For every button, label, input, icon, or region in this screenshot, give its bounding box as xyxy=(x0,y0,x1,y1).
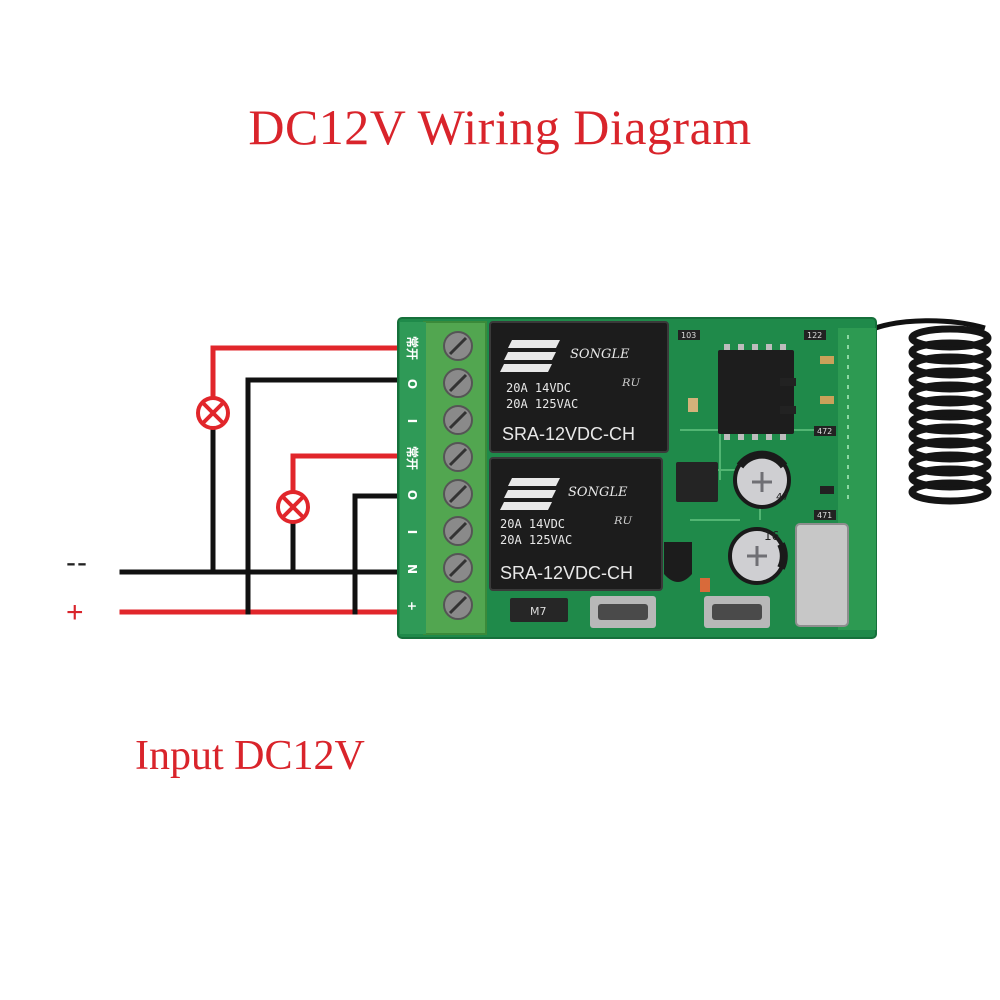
transistor xyxy=(664,542,692,582)
positive-rail-label: + xyxy=(66,596,84,629)
relay-brand: SONGLE xyxy=(568,485,628,500)
resistor-label: 103 xyxy=(681,331,696,340)
capacitor-label: 16 xyxy=(764,529,779,543)
relay-brand: SONGLE xyxy=(570,347,630,362)
terminal-label: O xyxy=(405,490,419,500)
input-voltage-caption: Input DC12V xyxy=(135,733,365,779)
wires xyxy=(119,345,415,615)
terminal-label: + xyxy=(405,601,419,611)
relay-rating-dc: 20A 14VDC xyxy=(500,517,565,531)
relay-module-board: 常开 O I 常开 O I N + SONGLE 20A 14VDC 20A 1… xyxy=(397,317,877,639)
relay-1: SONGLE 20A 14VDC 20A 125VAC SRA-12VDC-CH… xyxy=(489,321,669,453)
capacitor-label: 47 xyxy=(776,492,789,503)
push-button-2 xyxy=(704,596,770,628)
lamp-icon xyxy=(276,490,310,524)
crystal xyxy=(795,523,849,627)
resistor-label: 122 xyxy=(807,331,822,340)
ul-mark-icon: ᴿᵁ xyxy=(613,514,633,535)
relay-rating-ac: 20A 125VAC xyxy=(500,533,572,547)
capacitor-1: 47 xyxy=(733,450,791,509)
relay-2: SONGLE 20A 14VDC 20A 125VAC SRA-12VDC-CH… xyxy=(489,457,663,591)
relay-model: SRA-12VDC-CH xyxy=(502,424,635,444)
ic-chip xyxy=(718,344,794,440)
terminal-screws xyxy=(443,331,473,620)
resistor-label: 471 xyxy=(817,511,832,520)
small-ic xyxy=(676,462,718,502)
capacitor-2: 16 xyxy=(728,527,788,585)
lamp2-red-wire xyxy=(290,453,415,495)
terminal-label: I xyxy=(405,530,419,534)
negative-rail-label: -- xyxy=(66,546,88,579)
antenna-coil-icon xyxy=(869,318,992,505)
songle-logo-icon xyxy=(500,478,560,510)
ul-mark-icon: ᴿᵁ xyxy=(621,376,641,397)
smd-resistors: 103 122 472 471 xyxy=(678,330,836,592)
diode: M7 xyxy=(510,598,568,622)
terminal-label: N xyxy=(405,564,419,574)
relay1-com-wire xyxy=(245,377,415,615)
terminal-label: O xyxy=(405,379,419,389)
terminal-label: 常开 xyxy=(405,336,420,360)
resistor-label: 472 xyxy=(817,427,832,436)
lamp1-red-wire xyxy=(210,345,415,401)
push-button-1 xyxy=(590,596,656,628)
songle-logo-icon xyxy=(500,340,560,372)
diagram-title: DC12V Wiring Diagram xyxy=(248,99,752,155)
terminal-label: 常开 xyxy=(405,446,420,470)
lamp-icon xyxy=(196,396,230,430)
diode-label: M7 xyxy=(530,605,547,618)
relay-model: SRA-12VDC-CH xyxy=(500,563,633,583)
relay-rating-dc: 20A 14VDC xyxy=(506,381,571,395)
terminal-label: I xyxy=(405,419,419,423)
relay2-com-wire xyxy=(352,493,415,615)
relay-rating-ac: 20A 125VAC xyxy=(506,397,578,411)
